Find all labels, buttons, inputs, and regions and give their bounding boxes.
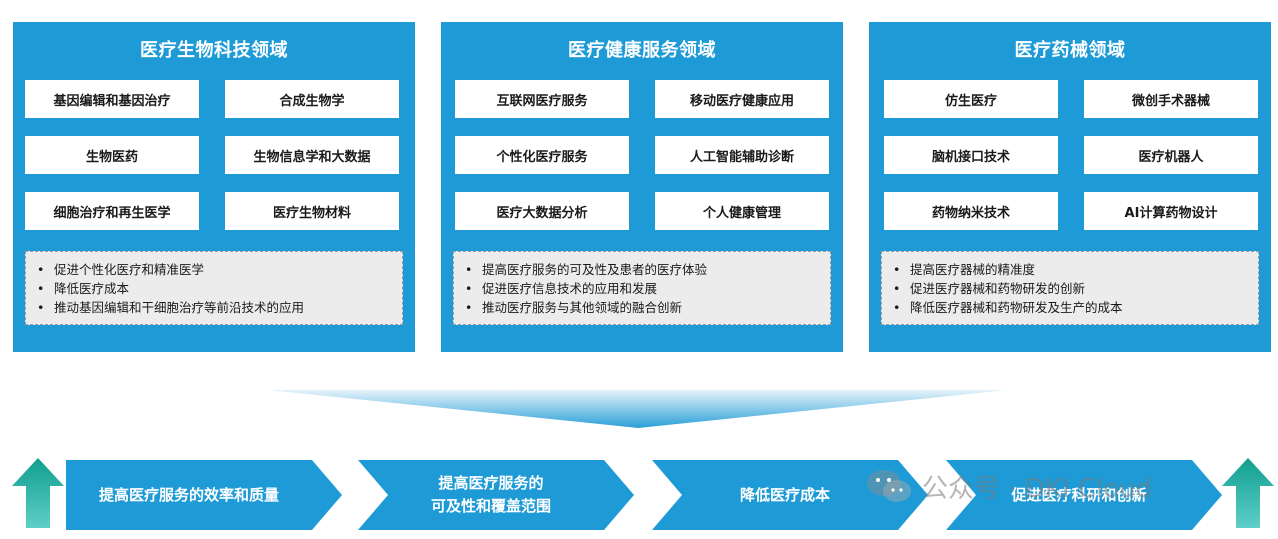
outcome-label: 降低医疗成本 — [739, 485, 830, 504]
domain-item: AI计算药物设计 — [1084, 192, 1258, 230]
domain-item: 合成生物学 — [225, 80, 399, 118]
outcome-label: 提高医疗服务的 可及性和覆盖范围 — [430, 474, 551, 515]
outcome-chevron: 提高医疗服务的效率和质量 — [66, 460, 342, 530]
domain-item: 医疗机器人 — [1084, 136, 1258, 174]
panel-biotech: 医疗生物科技领域 基因编辑和基因治疗 合成生物学 生物医药 生物信息学和大数据 … — [13, 22, 415, 352]
benefit-item: 促进医疗器械和药物研发的创新 — [882, 279, 1258, 298]
chevron-shape — [652, 460, 928, 530]
panel-title: 医疗生物科技领域 — [140, 40, 288, 61]
chevron-shape — [66, 460, 342, 530]
benefit-item: 降低医疗成本 — [26, 279, 402, 298]
domain-item: 仿生医疗 — [884, 80, 1058, 118]
domain-item: 生物信息学和大数据 — [225, 136, 399, 174]
domain-item: 医疗大数据分析 — [455, 192, 629, 230]
domain-item: 个性化医疗服务 — [455, 136, 629, 174]
outcome-label: 提高医疗服务的效率和质量 — [98, 485, 279, 504]
outcome-chevron: 提高医疗服务的 可及性和覆盖范围 — [358, 460, 634, 530]
chevron-shape — [946, 460, 1222, 530]
domain-item: 医疗生物材料 — [225, 192, 399, 230]
up-arrow-icon — [1222, 458, 1274, 528]
funnel-arrow — [268, 390, 1008, 428]
domain-item: 细胞治疗和再生医学 — [25, 192, 199, 230]
benefit-list: 提高医疗服务的可及性及患者的医疗体验 促进医疗信息技术的应用和发展 推动医疗服务… — [453, 251, 831, 325]
domain-item: 互联网医疗服务 — [455, 80, 629, 118]
outcome-label: 促进医疗科研和创新 — [1011, 485, 1147, 504]
benefit-item: 推动医疗服务与其他领域的融合创新 — [454, 298, 830, 317]
benefit-list: 促进个性化医疗和精准医学 降低医疗成本 推动基因编辑和干细胞治疗等前沿技术的应用 — [25, 251, 403, 325]
domain-item: 基因编辑和基因治疗 — [25, 80, 199, 118]
domain-item: 移动医疗健康应用 — [655, 80, 829, 118]
domain-item: 脑机接口技术 — [884, 136, 1058, 174]
benefit-item: 促进个性化医疗和精准医学 — [26, 260, 402, 279]
benefit-list: 提高医疗器械的精准度 促进医疗器械和药物研发的创新 降低医疗器械和药物研发及生产… — [881, 251, 1259, 325]
panel-title: 医疗药械领域 — [1014, 40, 1126, 61]
domain-item: 个人健康管理 — [655, 192, 829, 230]
domain-item: 微创手术器械 — [1084, 80, 1258, 118]
benefit-item: 降低医疗器械和药物研发及生产的成本 — [882, 298, 1258, 317]
chevron-shape — [358, 460, 634, 530]
benefit-item: 促进医疗信息技术的应用和发展 — [454, 279, 830, 298]
benefit-item: 推动基因编辑和干细胞治疗等前沿技术的应用 — [26, 298, 402, 317]
panel-devices-drugs: 医疗药械领域 仿生医疗 微创手术器械 脑机接口技术 医疗机器人 药物纳米技术 A… — [869, 22, 1271, 352]
domain-item: 药物纳米技术 — [884, 192, 1058, 230]
panel-title: 医疗健康服务领域 — [568, 40, 716, 61]
panel-health-services: 医疗健康服务领域 互联网医疗服务 移动医疗健康应用 个性化医疗服务 人工智能辅助… — [441, 22, 843, 352]
domain-item: 生物医药 — [25, 136, 199, 174]
benefit-item: 提高医疗服务的可及性及患者的医疗体验 — [454, 260, 830, 279]
domain-item: 人工智能辅助诊断 — [655, 136, 829, 174]
benefit-item: 提高医疗器械的精准度 — [882, 260, 1258, 279]
outcome-chevron: 促进医疗科研和创新 — [946, 460, 1222, 530]
outcome-chevron: 降低医疗成本 — [652, 460, 928, 530]
up-arrow-icon — [12, 458, 64, 528]
